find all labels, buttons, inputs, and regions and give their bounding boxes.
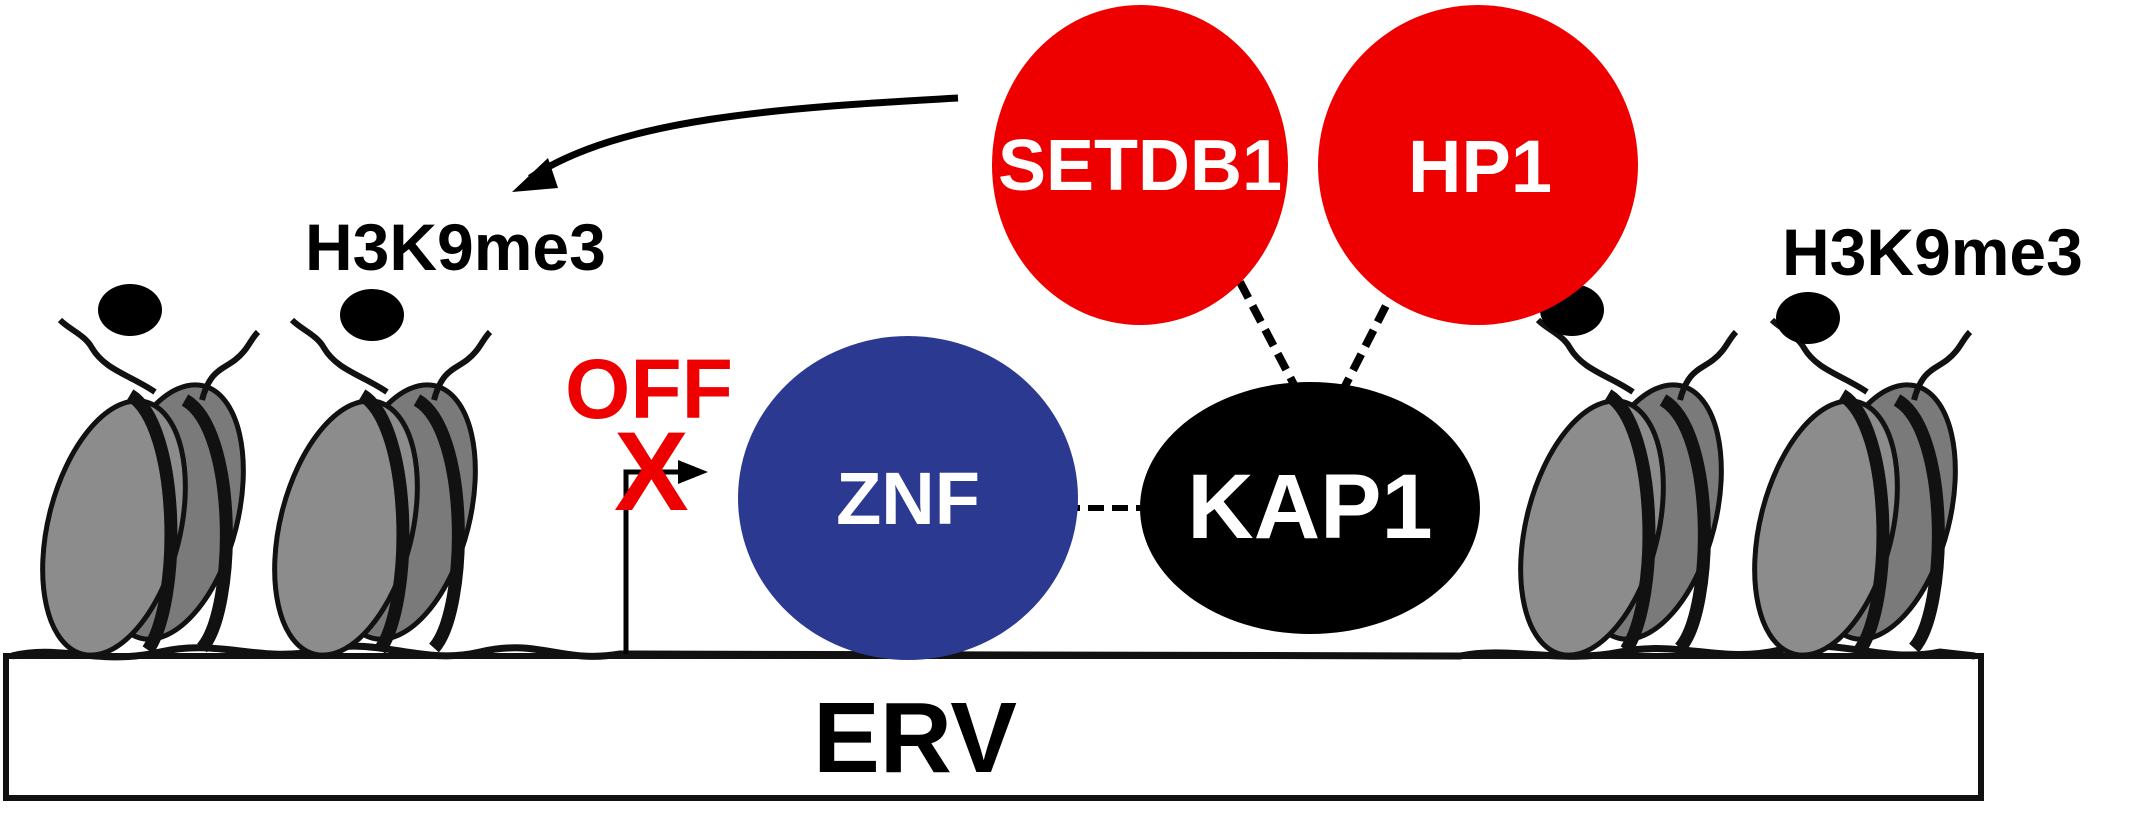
nucleosome-icon <box>19 320 268 670</box>
kap1-label: KAP1 <box>1187 456 1432 558</box>
setdb1-kap1-link <box>1236 280 1304 398</box>
nucleosome-icon <box>1731 320 1980 670</box>
nucleosome-icon <box>1497 320 1746 670</box>
znf-label: ZNF <box>836 457 980 540</box>
curved-arrow-head <box>512 158 558 192</box>
kap1-protein <box>1140 382 1480 634</box>
methyl-mark-icon <box>340 289 404 341</box>
erv-label: ERV <box>813 682 1017 794</box>
nucleosome-icon <box>251 320 500 670</box>
off-label: OFF <box>565 342 733 436</box>
hp1-protein <box>1318 5 1638 325</box>
znf-protein <box>738 336 1078 660</box>
dna-strand <box>11 642 1976 661</box>
promoter-arrow-icon <box>623 469 680 654</box>
setdb1-label: SETDB1 <box>998 126 1282 206</box>
methyl-mark-icon <box>98 284 162 336</box>
setdb1-protein <box>992 5 1288 325</box>
x-mark: X <box>614 409 689 534</box>
h3k9me3-label-right: H3K9me3 <box>1782 215 2083 289</box>
h3k9me3-label-left: H3K9me3 <box>305 210 606 284</box>
hp1-label: HP1 <box>1408 125 1552 208</box>
hp1-kap1-link <box>1336 280 1402 398</box>
methyl-mark-icon <box>1776 292 1840 344</box>
curved-arrow-icon <box>528 94 959 181</box>
promoter-arrow-head <box>678 460 708 484</box>
erv-box <box>3 653 1984 801</box>
